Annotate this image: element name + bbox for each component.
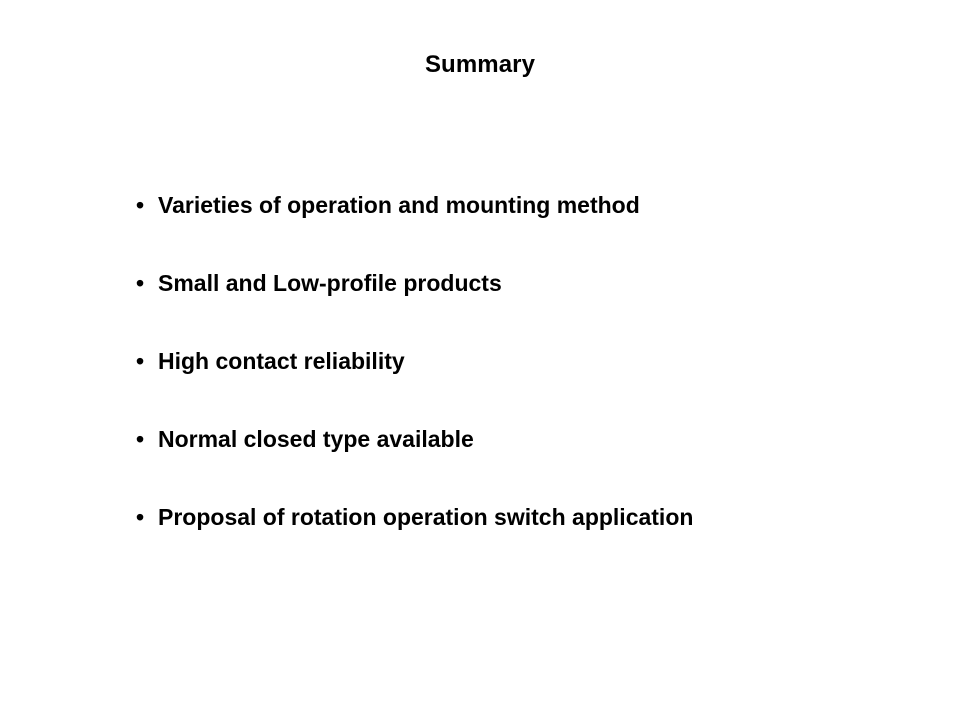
page-title: Summary bbox=[424, 51, 536, 78]
list-item-label: Normal closed type available bbox=[158, 426, 474, 452]
list-item: • Normal closed type available bbox=[136, 424, 896, 502]
list-item: • Varieties of operation and mounting me… bbox=[136, 190, 896, 268]
list-item-label: Small and Low-profile products bbox=[158, 270, 502, 296]
list-item-label: Proposal of rotation operation switch ap… bbox=[158, 504, 694, 530]
bullet-dot-icon: • bbox=[136, 426, 145, 452]
list-item: • Proposal of rotation operation switch … bbox=[136, 502, 896, 580]
list-item-label: Varieties of operation and mounting meth… bbox=[158, 192, 640, 218]
bullet-dot-icon: • bbox=[136, 270, 145, 296]
list-item: • Small and Low-profile products bbox=[136, 268, 896, 346]
bullet-dot-icon: • bbox=[136, 348, 145, 374]
list-item-label: High contact reliability bbox=[158, 348, 405, 374]
summary-bullet-list: • Varieties of operation and mounting me… bbox=[136, 190, 896, 580]
bullet-dot-icon: • bbox=[136, 504, 145, 530]
list-item: • High contact reliability bbox=[136, 346, 896, 424]
bullet-dot-icon: • bbox=[136, 192, 145, 218]
